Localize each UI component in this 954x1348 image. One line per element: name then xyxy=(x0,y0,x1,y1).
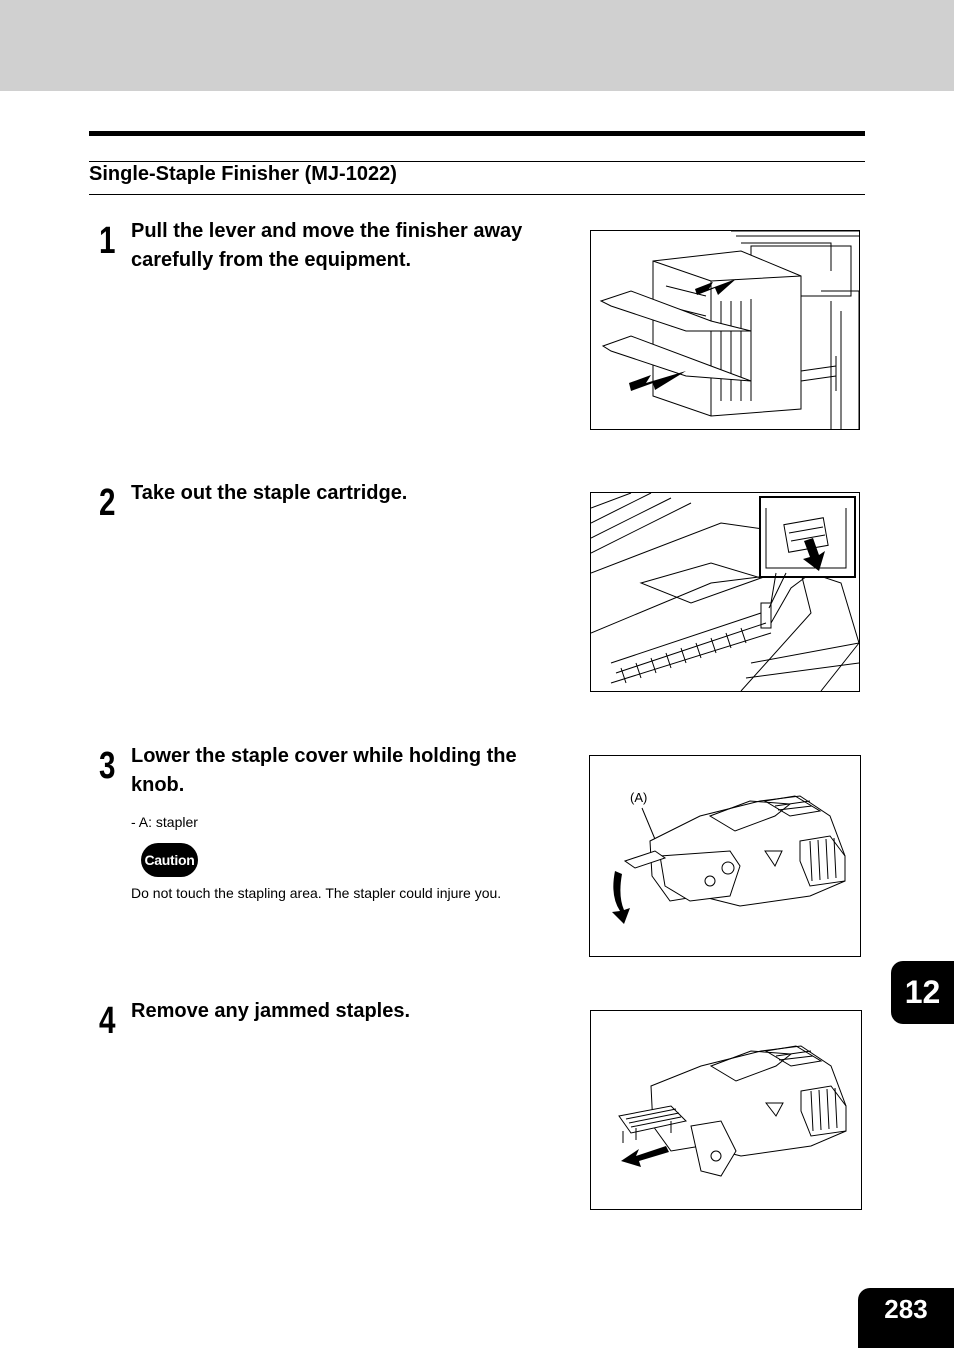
section-rule-top xyxy=(89,161,865,162)
caution-badge: Caution xyxy=(141,843,198,877)
page-number: 283 xyxy=(858,1288,954,1348)
step-1-text: Pull the lever and move the finisher awa… xyxy=(131,220,523,271)
step-4-number: 4 xyxy=(99,1000,116,1042)
figure-label-a: (A) xyxy=(630,790,647,805)
step-2-number: 2 xyxy=(99,482,116,524)
section-rule-bottom xyxy=(89,194,865,195)
step-4-figure xyxy=(590,1010,862,1210)
step-3-text: Lower the staple cover while holding the… xyxy=(131,745,517,796)
section-title: Single-Staple Finisher (MJ-1022) xyxy=(89,163,397,185)
step-2-text: Take out the staple cartridge. xyxy=(131,482,408,504)
caution-text: Do not touch the stapling area. The stap… xyxy=(131,885,502,901)
step-2-figure xyxy=(590,492,860,692)
step-3-note: - A: stapler xyxy=(131,814,198,830)
step-1-number: 1 xyxy=(99,220,116,262)
step-3-number: 3 xyxy=(99,745,116,787)
step-4-text: Remove any jammed staples. xyxy=(131,1000,411,1022)
chapter-tab: 12 xyxy=(891,961,954,1024)
top-rule xyxy=(89,131,865,136)
header-band xyxy=(0,0,954,91)
step-3-figure: (A) xyxy=(589,755,861,957)
step-1-figure xyxy=(590,230,860,430)
